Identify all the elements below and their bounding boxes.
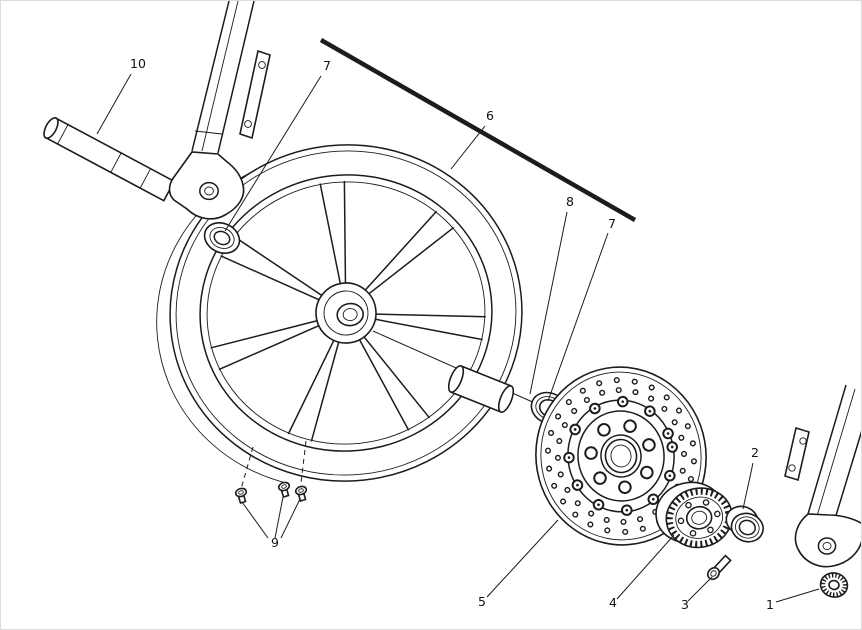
hub-spacer bbox=[447, 364, 515, 414]
callout-axle: 10 bbox=[130, 56, 146, 71]
hub-collar bbox=[323, 290, 369, 336]
disc-carrier-edge bbox=[577, 410, 665, 502]
callout-brake-disc: 5 bbox=[478, 594, 486, 609]
screw-head bbox=[707, 566, 720, 581]
bracket-hole-bottom bbox=[244, 120, 252, 128]
disc-center-hole-inner bbox=[610, 444, 632, 468]
axle-clamp-hole-inner bbox=[204, 186, 214, 196]
rim-outer-edge bbox=[169, 144, 523, 482]
leader-screw bbox=[687, 576, 713, 602]
rim-outer-inner-line bbox=[175, 150, 517, 476]
fork-leg-left bbox=[168, 1, 271, 220]
cap-bore bbox=[828, 579, 840, 591]
leader-wheel bbox=[450, 125, 486, 170]
spoke-pair-6 bbox=[210, 320, 320, 371]
fork-foot-casting bbox=[168, 151, 245, 220]
disc-screw-head bbox=[277, 481, 291, 492]
disc-carrier-holes-fill bbox=[586, 419, 656, 493]
leader-bearing-right bbox=[547, 232, 609, 402]
bracket-hole-bottom bbox=[788, 464, 796, 472]
spoke-pair-5 bbox=[287, 340, 340, 442]
callout-disc-screws: 9 bbox=[271, 535, 279, 550]
hub-bore-inner bbox=[342, 308, 358, 322]
spacer-ring-mid bbox=[734, 516, 760, 539]
disc-center-ring bbox=[600, 434, 642, 478]
front-axle bbox=[43, 117, 176, 202]
disc-screw-head bbox=[234, 487, 248, 498]
disc-outer-detail bbox=[540, 371, 702, 541]
disc-screw-socket bbox=[298, 488, 304, 493]
disc-screw-head bbox=[294, 485, 308, 496]
fork-leg-right bbox=[784, 384, 861, 568]
callout-wheel: 6 bbox=[486, 108, 494, 123]
abs-tone-wheel bbox=[655, 481, 733, 549]
tone-wheel-bore bbox=[685, 505, 713, 530]
callout-bearing-left: 7 bbox=[323, 58, 331, 73]
bracket-hole-top bbox=[258, 61, 266, 69]
screw-alignment-dashes bbox=[240, 440, 307, 490]
disc-float-buttons-center bbox=[567, 400, 675, 512]
spacer-end-left bbox=[447, 365, 465, 393]
spoke-pair-1 bbox=[319, 180, 347, 284]
callout-tone-wheel: 4 bbox=[609, 595, 617, 610]
spacer-end-right bbox=[497, 385, 515, 413]
leader-disc-screws bbox=[241, 496, 301, 539]
fork-tube-detail-line bbox=[194, 1, 239, 152]
callout-spacer: 8 bbox=[566, 194, 574, 209]
screw-head-socket bbox=[710, 570, 717, 577]
axle-clamp-hole bbox=[199, 181, 219, 201]
rim-bed-line bbox=[206, 181, 486, 445]
fork-tube-detail-line bbox=[816, 388, 856, 517]
callout-screw: 3 bbox=[681, 597, 689, 612]
tone-wheel-holes-fill bbox=[678, 499, 720, 536]
bearing-inner-race bbox=[213, 230, 231, 246]
disc-screw-socket bbox=[281, 484, 287, 489]
axle-clamp-hole-inner bbox=[822, 541, 832, 551]
tone-wheel-inner-edge bbox=[675, 496, 724, 539]
leader-axle bbox=[96, 73, 132, 135]
axle-end-cap bbox=[43, 117, 59, 139]
fork-tube-lines bbox=[807, 384, 861, 523]
spacer-ring-bore bbox=[738, 519, 756, 536]
fork-foot-casting bbox=[794, 513, 861, 568]
tone-wheel-bore-inner bbox=[691, 510, 708, 525]
callout-leader-lines bbox=[96, 73, 820, 603]
disc-screws bbox=[234, 481, 308, 504]
leader-spacer-ring bbox=[742, 462, 754, 510]
caliper-bracket bbox=[784, 426, 810, 482]
axle-seam-lines bbox=[57, 124, 151, 189]
disc-drill-holes-outer-fill bbox=[546, 378, 696, 534]
wheel-pointer-line bbox=[319, 38, 637, 222]
axle-clamp-hole bbox=[817, 537, 837, 555]
wheel-bearing-left bbox=[203, 222, 241, 254]
callout-labels: 10 7 6 8 7 2 9 5 4 3 1 bbox=[130, 56, 774, 612]
callout-cap-nut: 1 bbox=[766, 597, 774, 612]
leader-spacer bbox=[529, 211, 568, 395]
leader-brake-disc bbox=[486, 519, 559, 598]
hub-bore bbox=[336, 302, 364, 327]
sensor-screw bbox=[707, 554, 732, 581]
leader-cap-nut bbox=[775, 588, 820, 603]
spoke-pair-3 bbox=[375, 313, 486, 341]
bracket-hole-top bbox=[799, 437, 807, 445]
spoke-pair-2 bbox=[364, 210, 455, 295]
spoke-pair-7 bbox=[220, 235, 323, 301]
fork-tube-lines bbox=[191, 1, 255, 154]
spacer-ring bbox=[725, 505, 764, 543]
leader-tone-wheel bbox=[616, 534, 675, 600]
disc-center-hole bbox=[604, 438, 638, 474]
spoke-pair-4 bbox=[358, 336, 431, 431]
rim-inner-edge bbox=[199, 174, 493, 452]
caliper-bracket bbox=[239, 49, 271, 140]
tone-wheel-teeth bbox=[666, 488, 732, 547]
bearing-outer-race bbox=[203, 222, 241, 254]
axle-cap-nut bbox=[819, 572, 849, 598]
disc-screw-socket bbox=[238, 490, 244, 495]
cap-knurl bbox=[820, 573, 848, 597]
leader-bearing-left bbox=[224, 75, 322, 232]
callout-bearing-right: 7 bbox=[608, 216, 616, 231]
callout-spacer-ring: 2 bbox=[751, 445, 759, 460]
